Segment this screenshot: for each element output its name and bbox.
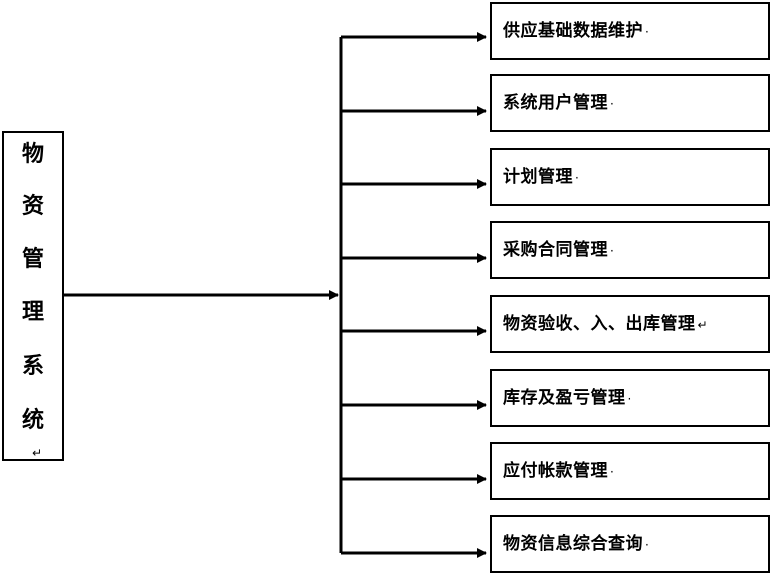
root-char: 统: [21, 408, 44, 433]
child-label: 供应基础数据维护·: [503, 21, 650, 41]
root-char: 管: [21, 247, 44, 272]
child-node-plan-management: 计划管理·: [490, 148, 770, 206]
child-node-system-users: 系统用户管理·: [490, 74, 770, 132]
child-node-warehouse-inout: 物资验收、入、出库管理↵: [490, 295, 770, 353]
root-char: 物: [21, 142, 44, 167]
child-label: 应付帐款管理·: [503, 461, 615, 481]
child-node-info-query: 物资信息综合查询·: [490, 515, 770, 573]
child-label: 物资信息综合查询·: [503, 534, 650, 554]
child-label: 物资验收、入、出库管理↵: [503, 314, 709, 334]
child-label: 系统用户管理·: [503, 93, 615, 113]
root-char: 理: [21, 300, 44, 325]
root-char: 系: [21, 354, 44, 379]
child-node-inventory: 库存及盈亏管理·: [490, 369, 770, 427]
child-label: 库存及盈亏管理·: [503, 388, 632, 408]
child-label: 采购合同管理·: [503, 240, 615, 260]
root-char: 资: [21, 194, 44, 219]
paragraph-mark: ·: [575, 171, 580, 185]
root-node-material-management-system: 物 资 管 理 系 统 ↵: [2, 131, 64, 461]
child-node-purchase-contract: 采购合同管理·: [490, 221, 770, 279]
paragraph-mark: ·: [610, 244, 615, 258]
paragraph-mark: ↵: [32, 446, 43, 460]
paragraph-mark: ·: [610, 465, 615, 479]
child-node-accounts-payable: 应付帐款管理·: [490, 442, 770, 500]
paragraph-mark: ↵: [697, 318, 709, 332]
child-node-supply-basic-data: 供应基础数据维护·: [490, 2, 770, 60]
paragraph-mark: ·: [645, 538, 650, 552]
paragraph-mark: ·: [627, 392, 632, 406]
paragraph-mark: ·: [645, 25, 650, 39]
child-label: 计划管理·: [503, 167, 580, 187]
paragraph-mark: ·: [610, 97, 615, 111]
